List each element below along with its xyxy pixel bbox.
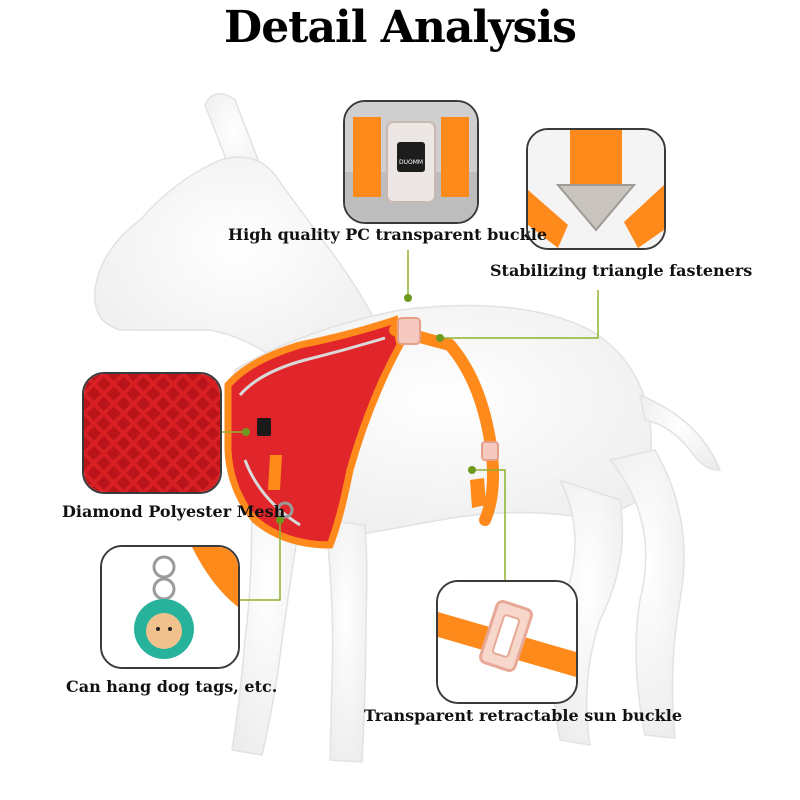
- triangle-label: Stabilizing triangle fasteners: [490, 261, 753, 280]
- dog-tag-inset: [100, 545, 240, 669]
- page-title: Detail Analysis: [224, 2, 577, 53]
- leader-lines: [222, 250, 599, 601]
- tags-label: Can hang dog tags, etc.: [66, 677, 278, 696]
- brand-text: DUOMM: [399, 159, 423, 166]
- buckle-label: High quality PC transparent buckle: [228, 225, 548, 244]
- sun-buckle-label: Transparent retractable sun buckle: [364, 706, 682, 725]
- sun-buckle-inset: [436, 580, 578, 704]
- triangle-fastener-inset: [526, 128, 666, 250]
- buckle-detail-inset: DUOMM: [343, 100, 479, 224]
- mesh-label: Diamond Polyester Mesh: [62, 502, 286, 521]
- mesh-detail-inset: [82, 372, 222, 494]
- leader-dots: [242, 294, 476, 524]
- harness-vest: [224, 315, 500, 549]
